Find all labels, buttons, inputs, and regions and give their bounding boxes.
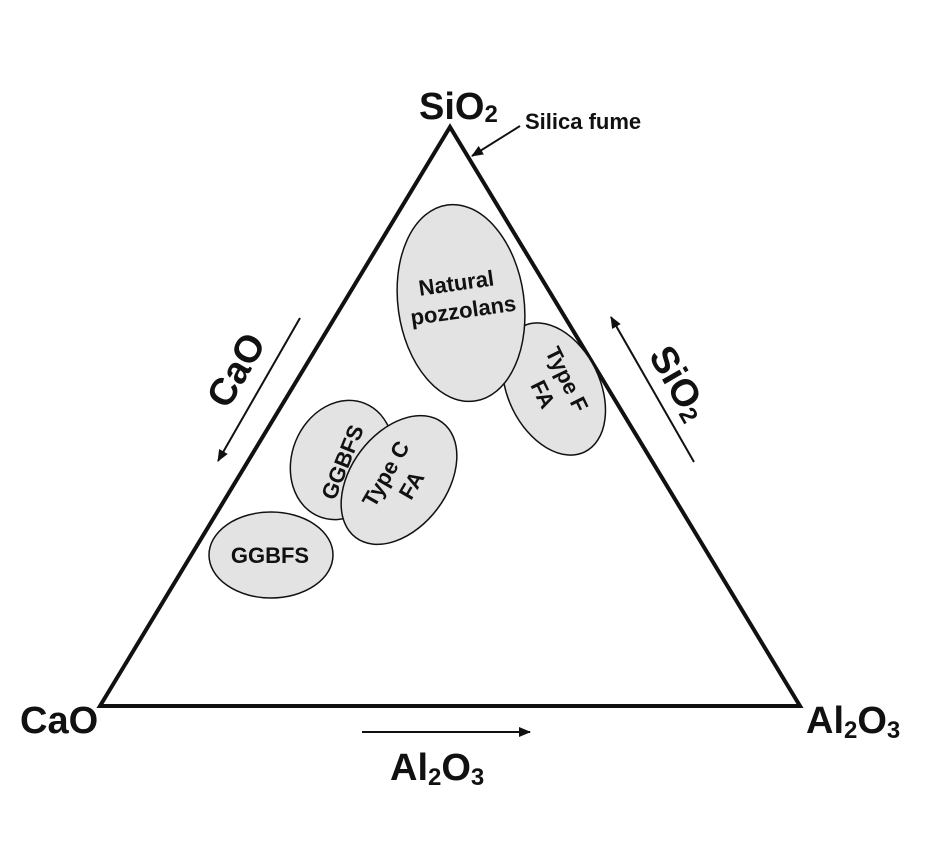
vertex-top-main: SiO [419, 86, 484, 128]
vertex-right-o: O [857, 700, 887, 742]
axis-arrow-right-side [610, 316, 695, 463]
region-type-c-fa [340, 414, 458, 546]
axis-bottom-sub2: 3 [471, 764, 484, 791]
axis-bottom-al: Al [390, 747, 428, 789]
vertex-top-sub: 2 [484, 101, 497, 128]
vertex-right-sub2: 3 [887, 717, 900, 744]
axis-label-right-side: SiO2 [640, 339, 716, 428]
vertex-right-sub1: 2 [844, 717, 857, 744]
region-ggbfs-lower [208, 511, 334, 599]
vertex-right-label: Al2O3 [806, 700, 900, 744]
region-natural-pozzolans [396, 203, 526, 403]
vertex-left-label: CaO [20, 700, 98, 742]
axis-bottom-o: O [441, 747, 471, 789]
silica-fume-arrow [471, 125, 521, 157]
vertex-right-al: Al [806, 700, 844, 742]
vertex-top-label: SiO2 [419, 86, 498, 128]
axis-label-left-side: CaO [199, 326, 274, 415]
annotation-silica-fume: Silica fume [525, 109, 641, 134]
axis-bottom-sub1: 2 [428, 764, 441, 791]
label-ggbfs-lower: GGBFS [231, 543, 309, 568]
axis-label-bottom: Al2O3 [390, 747, 484, 791]
axis-right-main: SiO [640, 339, 709, 417]
ternary-triangle [96, 123, 804, 708]
axis-arrow-left-side [217, 317, 301, 462]
